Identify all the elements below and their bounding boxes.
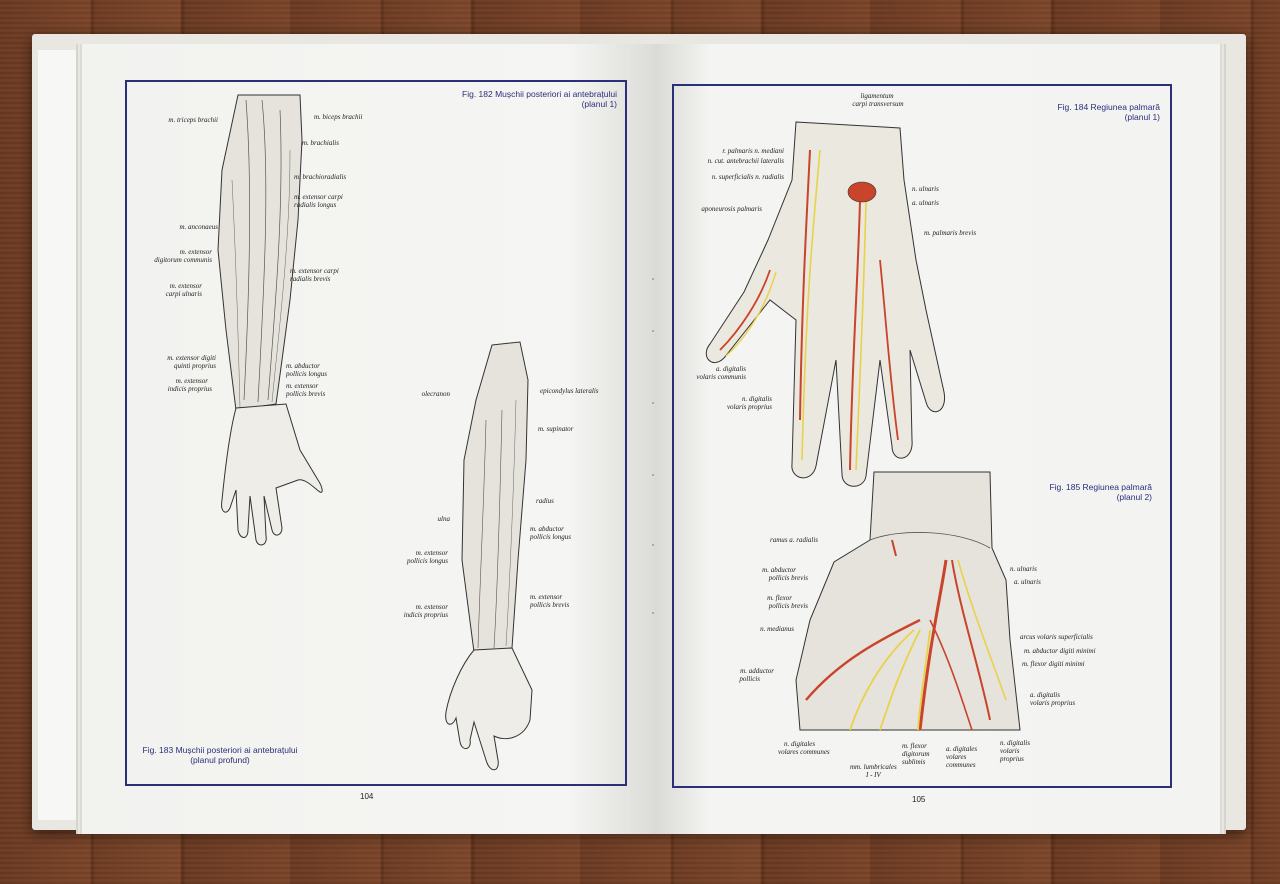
label: m. adductor	[740, 667, 774, 675]
figure-frame-left	[125, 80, 627, 786]
label: m. brachioradialis	[294, 173, 347, 181]
label: a. ulnaris	[912, 199, 939, 207]
label: m. flexor digiti minimi	[1022, 660, 1085, 668]
label: indicis proprius	[403, 611, 448, 619]
label: pollicis	[739, 675, 760, 683]
label: quinti proprius	[174, 362, 216, 370]
fig182-title: Fig. 182 Mușchii posteriori ai antebrațu…	[462, 89, 617, 99]
figure-frame-right	[672, 84, 1172, 788]
label: m. abductor	[530, 525, 564, 533]
label: m. brachialis	[302, 139, 339, 147]
label: m. abductor digiti minimi	[1024, 647, 1096, 655]
label: mm. lumbricales	[850, 763, 897, 771]
fig183-title: Fig. 183 Mușchii posteriori ai antebrațu…	[142, 745, 298, 755]
label: pollicis longus	[406, 557, 448, 565]
label: communes	[946, 761, 976, 769]
label: m. extensor	[179, 248, 212, 256]
label: a. digitales	[946, 745, 978, 753]
label: carpi ulnaris	[165, 290, 202, 298]
fig182-caption: Fig. 182 Mușchii posteriori ai antebrațu…	[395, 89, 617, 109]
label: arcus volaris superficialis	[1020, 633, 1093, 641]
dust-jacket-flap	[38, 50, 78, 820]
label: r. palmaris n. mediani	[722, 147, 784, 155]
label: volaris communis	[696, 373, 746, 381]
label: ramus a. radialis	[770, 536, 819, 544]
label: n. ulnaris	[1010, 565, 1037, 573]
fig182-subtitle: (planul 1)	[581, 99, 617, 109]
label: m. extensor	[530, 593, 563, 601]
fig184-caption: Fig. 184 Regiunea palmară (planul 1)	[1000, 102, 1160, 122]
label: m. flexor	[767, 594, 792, 602]
label: volaris proprius	[1030, 699, 1076, 707]
label: pollicis longus	[530, 533, 572, 541]
label: m. supinator	[538, 425, 574, 433]
fig185-title: Fig. 185 Regiunea palmară	[1049, 482, 1152, 492]
label: n. medianus	[760, 625, 794, 633]
label: m. palmaris brevis	[924, 229, 977, 237]
label: carpi transversum	[852, 100, 904, 108]
label: n. cut. antebrachii lateralis	[707, 157, 784, 165]
label: a. digitalis	[1030, 691, 1060, 699]
fig184-title: Fig. 184 Regiunea palmară	[1057, 102, 1160, 112]
label: pollicis brevis	[768, 574, 808, 582]
fig183-caption: Fig. 183 Mușchii posteriori ai antebrațu…	[130, 745, 310, 765]
fig184-subtitle: (planul 1)	[1124, 112, 1160, 122]
label: volares communes	[778, 748, 830, 756]
label: m. extensor digiti	[167, 354, 216, 362]
label: m. flexor	[902, 742, 927, 750]
fig185-caption: Fig. 185 Regiunea palmară (planul 2)	[1000, 482, 1152, 502]
label: radialis brevis	[290, 275, 331, 283]
label: m. extensor	[169, 282, 202, 290]
label: digitorum communis	[154, 256, 212, 264]
label: m. abductor	[286, 362, 320, 370]
page-number-right: 105	[912, 795, 926, 804]
label: m. extensor	[175, 377, 208, 385]
label: m. extensor	[415, 549, 448, 557]
label: n. digitalis	[1000, 739, 1030, 747]
label: ligamentum	[860, 92, 894, 100]
label: pollicis brevis	[286, 390, 326, 398]
left-page	[82, 44, 654, 834]
label: digitorum	[902, 750, 930, 758]
label: pollicis brevis	[768, 602, 808, 610]
fig183-subtitle: (planul profund)	[190, 755, 250, 765]
label: n. digitalis	[742, 395, 772, 403]
label: a. ulnaris	[1014, 578, 1041, 586]
label: epicondylus lateralis	[540, 387, 599, 395]
label: volares	[946, 753, 967, 761]
label: radialis longus	[294, 201, 337, 209]
label: m. biceps brachii	[314, 113, 363, 121]
label: aponeurosis palmaris	[701, 205, 762, 213]
label: n. digitales	[784, 740, 816, 748]
label: pollicis longus	[286, 370, 328, 378]
label: proprius	[1000, 755, 1024, 763]
label: indicis proprius	[167, 385, 212, 393]
label: n. ulnaris	[912, 185, 939, 193]
page-number-left: 104	[360, 792, 374, 801]
label: volaris	[1000, 747, 1020, 755]
label: m. abductor	[762, 566, 796, 574]
label: a. digitalis	[716, 365, 746, 373]
fig185-subtitle: (planul 2)	[1116, 492, 1152, 502]
label: radius	[536, 497, 554, 505]
label: m. extensor	[415, 603, 448, 611]
label: m. extensor	[286, 382, 319, 390]
label: olecranon	[421, 390, 450, 398]
label: I - IV	[866, 771, 881, 779]
label: pollicis brevis	[530, 601, 570, 609]
label: m. triceps brachii	[168, 116, 218, 124]
label: n. superficialis n. radialis	[711, 173, 784, 181]
label: m. extensor carpi	[294, 193, 343, 201]
label: sublimis	[902, 758, 926, 766]
label: ulna	[437, 515, 450, 523]
label: m. anconaeus	[179, 223, 219, 231]
label: volaris proprius	[726, 403, 772, 411]
label: m. extensor carpi	[290, 267, 339, 275]
